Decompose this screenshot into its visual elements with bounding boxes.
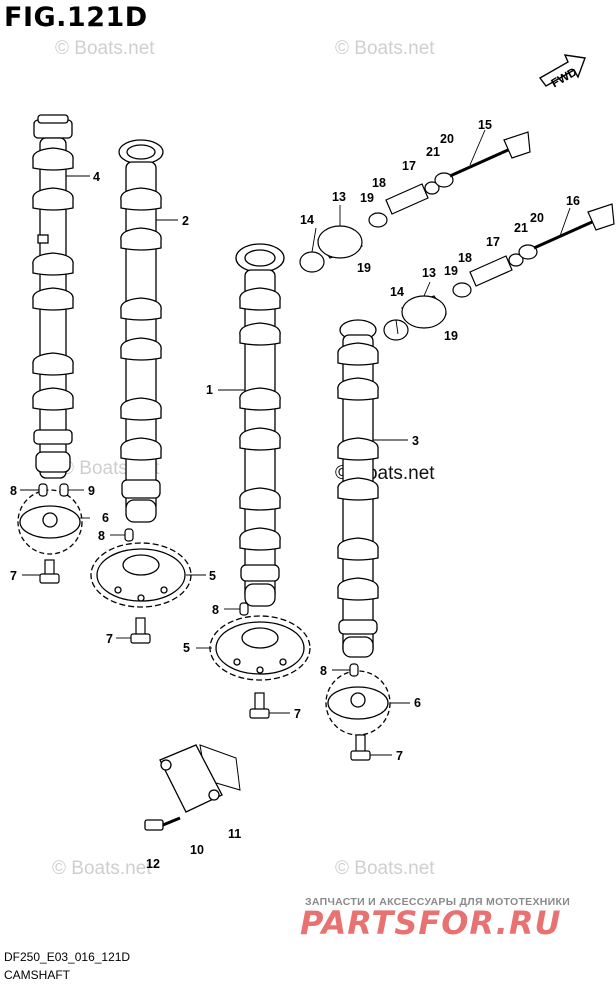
shop-logo: PARTSFOR.RU <box>300 904 562 942</box>
callout-4: 4 <box>93 170 100 184</box>
callout-3: 3 <box>412 434 419 448</box>
dowel-pins <box>38 483 359 677</box>
callout-19: 19 <box>444 329 458 343</box>
callout-11: 11 <box>228 827 241 841</box>
sprocket-5-right <box>209 615 311 681</box>
callout-20: 20 <box>440 132 454 146</box>
callout-14: 14 <box>300 213 314 227</box>
callout-21: 21 <box>514 221 528 235</box>
callout-5: 5 <box>209 569 216 583</box>
callout-6: 6 <box>102 511 109 525</box>
watermark-text: © Boats.net <box>52 858 152 879</box>
callout-17: 17 <box>486 235 500 249</box>
callout-17: 17 <box>402 159 416 173</box>
callout-16: 16 <box>566 194 580 208</box>
forward-arrow-icon: FWD <box>538 54 586 90</box>
sprocket-bolts <box>39 559 371 761</box>
callout-8: 8 <box>212 603 219 617</box>
sprocket-6-right <box>325 670 391 736</box>
camshaft-3 <box>337 319 379 658</box>
sprocket-5-left <box>90 542 192 608</box>
callout-20: 20 <box>530 211 544 225</box>
callout-7: 7 <box>106 632 113 646</box>
callout-2: 2 <box>182 214 189 228</box>
callout-15: 15 <box>478 118 492 132</box>
diagram-caption: CAMSHAFT <box>4 968 70 982</box>
camshaft-cover-assembly <box>144 744 241 831</box>
callout-10: 10 <box>190 843 204 857</box>
figure-title: FIG.121D <box>4 2 148 33</box>
callout-6: 6 <box>414 696 421 710</box>
callout-13: 13 <box>332 190 346 204</box>
watermark-text: © Boats.net <box>335 38 435 59</box>
callout-19: 19 <box>357 261 371 275</box>
callout-18: 18 <box>458 251 472 265</box>
callout-9: 9 <box>88 484 95 498</box>
camshaft-4 <box>32 114 74 479</box>
callout-numbers: 4 2 1 3 5 5 6 6 7 7 7 7 8 8 8 8 9 10 11 … <box>10 118 580 871</box>
diagram-code: DF250_E03_016_121D <box>4 950 131 964</box>
camshaft-2 <box>118 139 164 523</box>
callout-12: 12 <box>146 857 160 871</box>
watermark-text: © Boats.net <box>55 38 155 59</box>
callout-13: 13 <box>422 266 436 280</box>
callout-14: 14 <box>390 285 404 299</box>
sprocket-6-left <box>17 489 83 555</box>
valve-assembly-upper <box>299 131 531 273</box>
watermark-text: © Boats.net <box>335 858 435 879</box>
callout-19: 19 <box>360 191 374 205</box>
callout-1: 1 <box>206 383 213 397</box>
callout-8: 8 <box>98 529 105 543</box>
callout-leaders <box>20 129 571 756</box>
callout-7: 7 <box>396 749 403 763</box>
valve-assembly-lower <box>383 203 615 341</box>
callout-7: 7 <box>10 569 17 583</box>
callout-8: 8 <box>10 484 17 498</box>
callout-5: 5 <box>183 641 190 655</box>
callout-21: 21 <box>426 145 440 159</box>
callout-7: 7 <box>294 707 301 721</box>
camshaft-1 <box>235 243 285 607</box>
callout-8: 8 <box>320 664 327 678</box>
callout-18: 18 <box>372 176 386 190</box>
shop-tagline: ЗАПЧАСТИ И АКСЕССУАРЫ ДЛЯ МОТОТЕХНИКИ <box>305 896 571 908</box>
callout-19: 19 <box>444 264 458 278</box>
